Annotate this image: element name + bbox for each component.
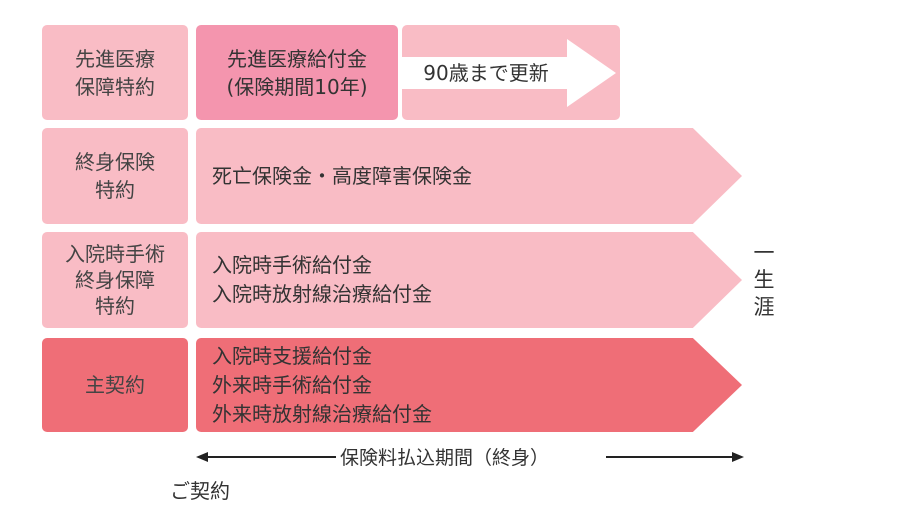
renewal-text: 90歳まで更新: [423, 60, 549, 85]
advanced-medical-benefit: 先進医療給付金 (保険期間10年): [196, 25, 398, 120]
renewal-box: 90歳まで更新: [402, 25, 620, 120]
main-contract-benefit-band: 入院時支援給付金 外来時手術給付金 外来時放射線治療給付金: [196, 338, 742, 432]
lifetime-label: 一 生 涯: [753, 241, 775, 319]
period-arrow-left: [204, 456, 336, 458]
whole-life-benefit-band: 死亡保険金・高度障害保険金: [196, 128, 742, 224]
arrowhead-left-icon: [196, 452, 208, 462]
payment-period-label: 保険料払込期間（終身）: [340, 447, 550, 469]
renewal-arrow-icon: [402, 39, 616, 107]
rider-label-whole-life: 終身保険 特約: [42, 128, 188, 224]
main-contract-label: 主契約: [42, 338, 188, 432]
period-arrow-right: [606, 456, 736, 458]
rider-label-surgery: 入院時手術 終身保障 特約: [42, 232, 188, 328]
rider-label-advanced-medical: 先進医療 保障特約: [42, 25, 188, 120]
arrowhead-right-icon: [732, 452, 744, 462]
surgery-benefit-band: 入院時手術給付金 入院時放射線治療給付金: [196, 232, 742, 328]
contract-start-label: ご契約: [170, 479, 230, 503]
